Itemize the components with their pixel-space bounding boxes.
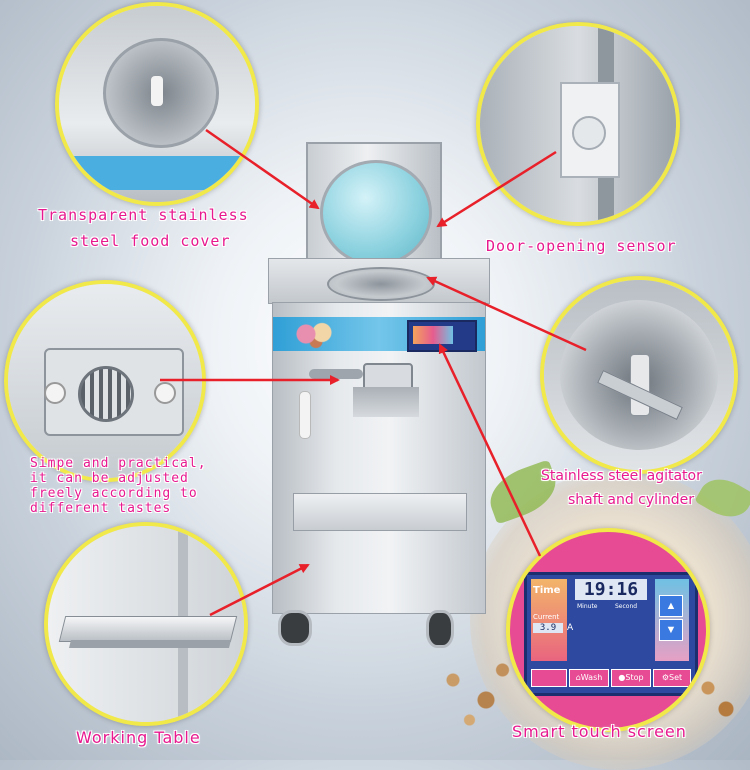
callout-cover	[55, 2, 259, 206]
lid-glass-window	[320, 160, 432, 266]
stop-label: Stop	[625, 673, 644, 682]
set-label: Set	[669, 673, 683, 682]
label-cover-line1: Transparent stainless	[38, 206, 249, 224]
label-agitator-line2: shaft and cylinder	[568, 492, 695, 508]
time-label: Time	[533, 585, 561, 596]
ice-cream-graphic	[291, 319, 341, 349]
label-working-table: Working Table	[76, 728, 201, 747]
callout-door-sensor	[476, 22, 680, 226]
arrow-touch-screen	[438, 343, 542, 557]
label-adjust-line4: different tastes	[30, 501, 172, 516]
wash-icon: ⌂	[575, 673, 581, 682]
chute	[353, 387, 419, 417]
caster-wheel	[278, 610, 312, 646]
screen-button-1[interactable]	[531, 669, 567, 687]
callout-working-table	[44, 522, 248, 726]
arrow-down-button[interactable]: ▼	[659, 619, 683, 641]
wash-button[interactable]: ⌂Wash	[569, 669, 609, 687]
current-label: Current	[533, 613, 560, 621]
arrow-up-button[interactable]: ▲	[659, 595, 683, 617]
set-button[interactable]: ⚙Set	[653, 669, 691, 687]
arrow-cover	[205, 128, 320, 210]
machine-body	[272, 302, 486, 614]
time-value: 19:16	[575, 579, 647, 600]
touch-screen-panel: Time 19:16 Minute Second Current 3.9 A ▲…	[524, 572, 698, 696]
wash-label: Wash	[580, 673, 603, 682]
current-unit: A	[567, 623, 574, 633]
mixing-bowl	[327, 267, 435, 301]
stop-icon: ●	[618, 673, 626, 682]
callout-agitator	[540, 276, 738, 474]
label-agitator-line1: Stainless steel agitator	[541, 468, 702, 484]
arrow-agitator	[426, 276, 587, 352]
label-cover-line2: steel food cover	[70, 232, 231, 250]
minute-label: Minute	[577, 603, 598, 610]
ice-cream-machine	[258, 140, 498, 660]
callout-valve	[4, 280, 206, 482]
caster-wheel	[426, 610, 454, 648]
stop-button[interactable]: ●Stop	[611, 669, 651, 687]
second-label: Second	[615, 603, 638, 610]
label-adjust-line1: Simpe and practical,	[30, 456, 207, 471]
label-door-sensor: Door-opening sensor	[486, 237, 677, 255]
label-adjust-line3: freely according to	[30, 486, 198, 501]
sensor-button	[572, 116, 606, 150]
arrow-working-table	[209, 563, 310, 617]
callout-touch-screen: Time 19:16 Minute Second Current 3.9 A ▲…	[506, 528, 710, 732]
handle-lever	[309, 369, 363, 379]
label-adjust-line2: it can be adjusted	[30, 471, 189, 486]
arrow-door-sensor	[436, 150, 557, 228]
machine-top-plate	[268, 258, 490, 304]
screen-left-image	[531, 579, 567, 661]
working-table-shelf	[293, 493, 467, 531]
brand-band	[273, 317, 485, 352]
handle-grip	[299, 391, 311, 439]
mini-control-screen	[407, 320, 477, 352]
gear-icon: ⚙	[661, 673, 670, 682]
cover-band-image	[69, 156, 245, 190]
current-value: 3.9	[533, 623, 563, 633]
machine-lid	[306, 142, 442, 274]
label-touch-screen: Smart touch screen	[512, 722, 687, 741]
valve-grate	[78, 366, 134, 422]
